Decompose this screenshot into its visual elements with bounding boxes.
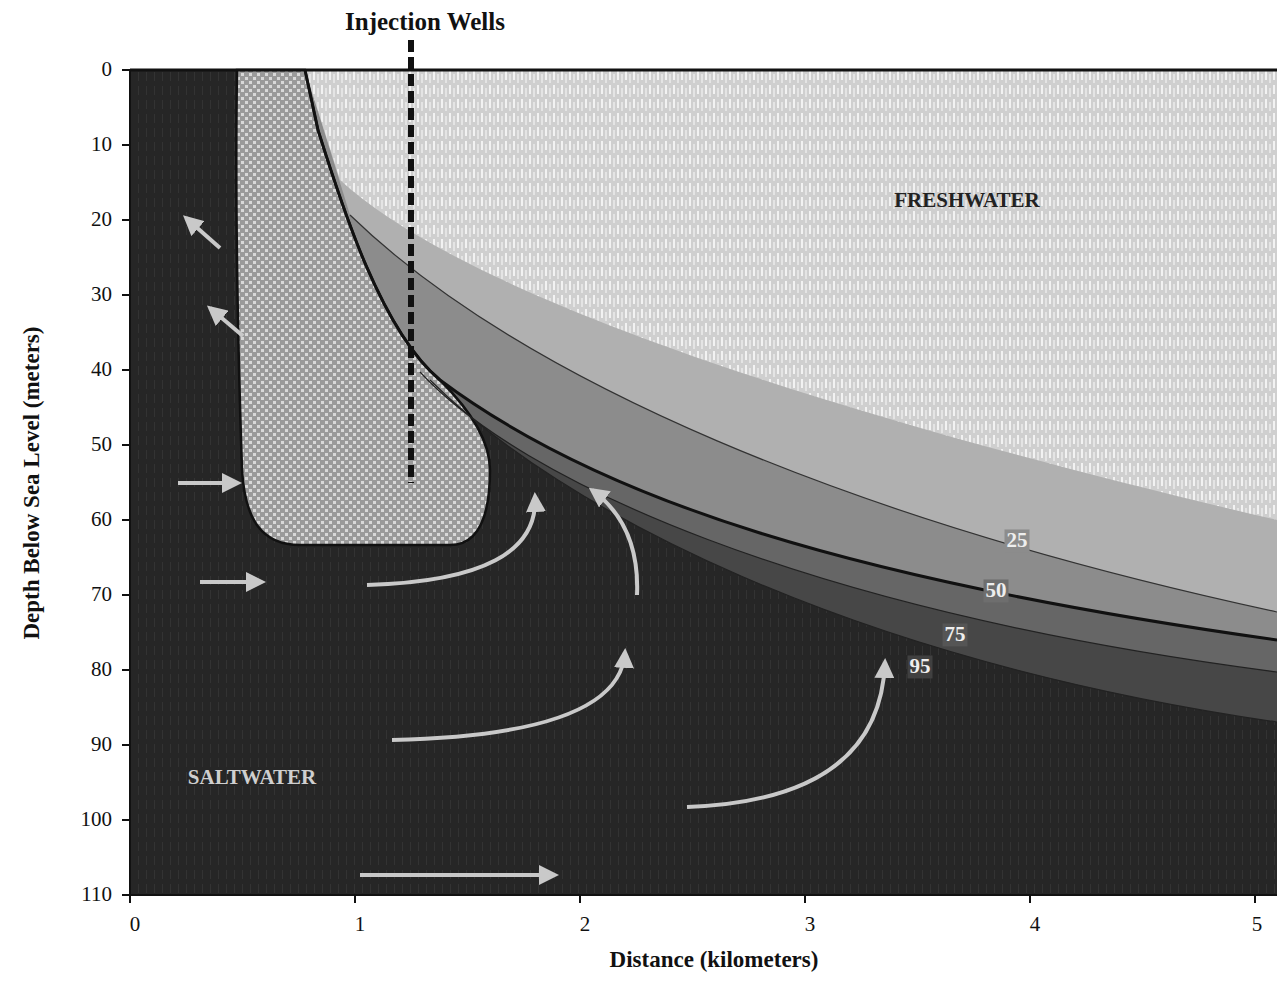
tick-label: 0 xyxy=(130,913,141,936)
tick-label: 2 xyxy=(580,913,591,936)
tick-mark xyxy=(122,669,130,671)
tick-mark xyxy=(354,895,356,903)
tick-label: 100 xyxy=(81,808,113,831)
region-label: FRESHWATER xyxy=(894,189,1039,212)
flow-arrow xyxy=(210,308,243,336)
tick-mark xyxy=(122,819,130,821)
flow-arrow xyxy=(687,662,885,807)
tick-mark xyxy=(122,519,130,521)
axis-title: Depth Below Sea Level (meters) xyxy=(19,327,44,640)
transition-50 xyxy=(305,70,1277,640)
flow-arrow xyxy=(186,218,220,248)
tick-label: 60 xyxy=(91,508,112,531)
tick-mark xyxy=(129,895,131,903)
flow-arrow xyxy=(367,496,535,585)
injection-plume xyxy=(236,70,490,545)
tick-label: 30 xyxy=(91,283,112,306)
tick-mark xyxy=(122,894,130,896)
flow-arrow xyxy=(200,580,262,584)
contour-75 xyxy=(420,372,1277,672)
contour-50 xyxy=(305,70,1277,640)
tick-label: 80 xyxy=(91,658,112,681)
tick-mark xyxy=(122,594,130,596)
injection-well xyxy=(408,40,414,483)
tick-mark xyxy=(579,895,581,903)
flow-arrow xyxy=(360,873,555,877)
axis-ticks xyxy=(122,70,1255,903)
flow-arrows xyxy=(178,218,885,875)
tick-mark xyxy=(122,444,130,446)
tick-label: 0 xyxy=(102,58,113,81)
tick-mark xyxy=(1029,895,1031,903)
contour-label: 25 xyxy=(1005,529,1030,552)
saltwater-ground xyxy=(130,70,1277,895)
tick-mark xyxy=(122,294,130,296)
tick-label: 1 xyxy=(355,913,366,936)
flow-arrow xyxy=(178,481,238,485)
tick-mark xyxy=(122,69,130,71)
tick-label: 3 xyxy=(805,913,816,936)
tick-mark xyxy=(122,369,130,371)
tick-label: 70 xyxy=(91,583,112,606)
tick-mark xyxy=(804,895,806,903)
tick-mark xyxy=(122,219,130,221)
tick-label: 4 xyxy=(1030,913,1041,936)
tick-mark xyxy=(1254,895,1256,903)
transition-75 xyxy=(305,70,1277,672)
region-label: SALTWATER xyxy=(188,766,316,789)
tick-label: 10 xyxy=(91,133,112,156)
tick-label: 40 xyxy=(91,358,112,381)
axis-title: Distance (kilometers) xyxy=(610,947,819,972)
axis-bottom xyxy=(130,894,1277,896)
flow-arrow xyxy=(392,652,625,740)
contour-label: 75 xyxy=(943,623,968,646)
tick-label: 50 xyxy=(91,433,112,456)
tick-label: 90 xyxy=(91,733,112,756)
axis-left xyxy=(129,70,131,895)
contour-95 xyxy=(430,380,1277,722)
contour-label: 50 xyxy=(984,579,1009,602)
axis-top xyxy=(130,69,1277,72)
tick-label: 20 xyxy=(91,208,112,231)
flow-arrow xyxy=(592,490,637,595)
tick-mark xyxy=(122,144,130,146)
tick-label: 110 xyxy=(81,883,112,906)
contour-label: 95 xyxy=(908,655,933,678)
tick-label: 5 xyxy=(1252,913,1263,936)
tick-mark xyxy=(122,744,130,746)
well-label: Injection Wells xyxy=(345,8,505,36)
